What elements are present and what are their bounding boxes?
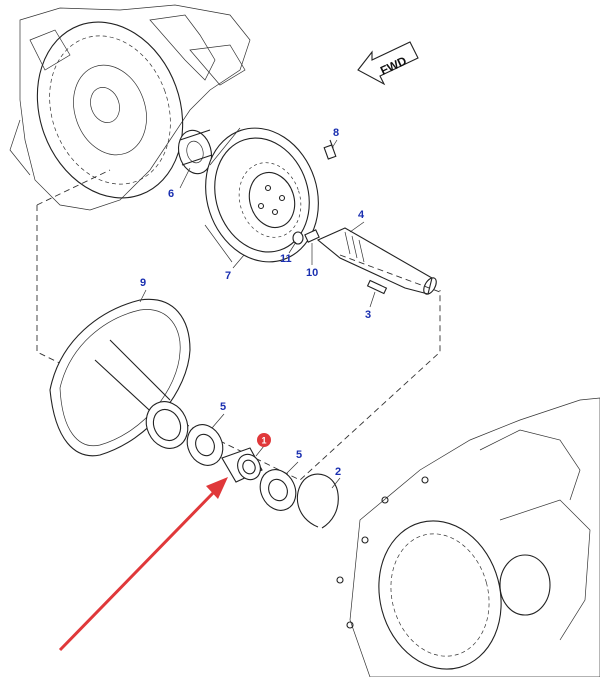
engine-flywheel-assembly [9,4,251,211]
part-washer [292,231,304,245]
callout-labels: 8 6 7 4 3 10 11 9 5 5 2 [140,127,371,478]
callout-3: 3 [365,309,371,321]
part-bearing-lower [259,469,297,511]
callout-4: 4 [358,209,365,221]
pointer-arrow-icon [58,477,228,652]
part-bolt [323,139,337,160]
callout-5-lower: 5 [296,449,302,461]
part-flywheel-coupling [204,127,319,263]
callout-5-upper: 5 [220,401,226,413]
callout-1-badge: 1 [257,433,271,447]
exploded-view-outline [36,169,441,481]
part-key [366,279,388,295]
callout-11: 11 [280,253,292,265]
callout-7: 7 [225,270,231,282]
callout-6: 6 [168,188,174,200]
callout-leaders [139,139,376,489]
callout-1: 1 [261,436,266,446]
part-screw [304,229,320,243]
part-bearing-upper [186,424,224,466]
callout-8: 8 [333,127,339,139]
callout-9: 9 [140,277,146,289]
callout-10: 10 [306,267,318,279]
fwd-arrow-icon: FWD [357,41,419,86]
callout-2: 2 [335,466,341,478]
transmission-housing [336,397,600,677]
part-flange [177,129,213,175]
part-bushing-highlighted [221,447,263,483]
part-circlip [296,473,339,529]
part-shaft [316,227,437,295]
part-housing [49,298,191,457]
